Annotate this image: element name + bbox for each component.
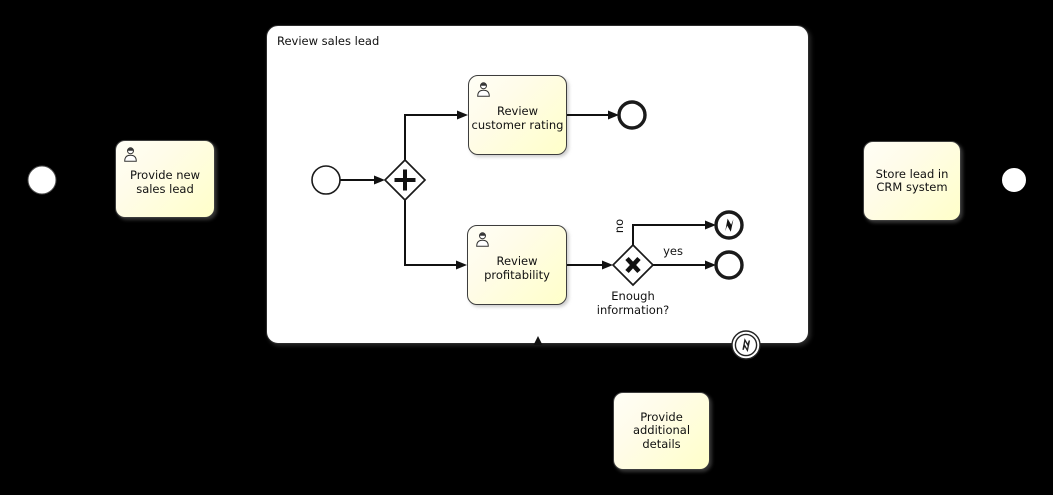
task-label: Provide new sales lead <box>129 168 201 196</box>
task-label: Provide additional details <box>632 410 691 451</box>
task-review-customer-rating: Review customer rating <box>468 75 567 155</box>
task-review-profitability: Review profitability <box>467 225 567 305</box>
start-event-main <box>27 165 57 195</box>
task-label: Review profitability <box>484 254 550 282</box>
gateway-question-label: Enough information? <box>596 289 670 317</box>
user-icon <box>477 82 490 97</box>
subprocess-title: Review sales lead <box>277 34 380 48</box>
flow-no-label: no <box>612 218 626 234</box>
task-label: Store lead in CRM system <box>875 166 949 194</box>
end-event-main <box>1001 167 1027 193</box>
user-icon <box>476 232 489 247</box>
task-provide-new-sales-lead: Provide new sales lead <box>115 140 215 218</box>
task-store-lead-in-crm: Store lead in CRM system <box>863 141 961 221</box>
flow-yes-label: yes <box>663 244 683 258</box>
task-label: Review customer rating <box>471 104 564 132</box>
task-provide-additional-details: Provide additional details <box>613 392 710 470</box>
user-icon <box>124 147 137 162</box>
